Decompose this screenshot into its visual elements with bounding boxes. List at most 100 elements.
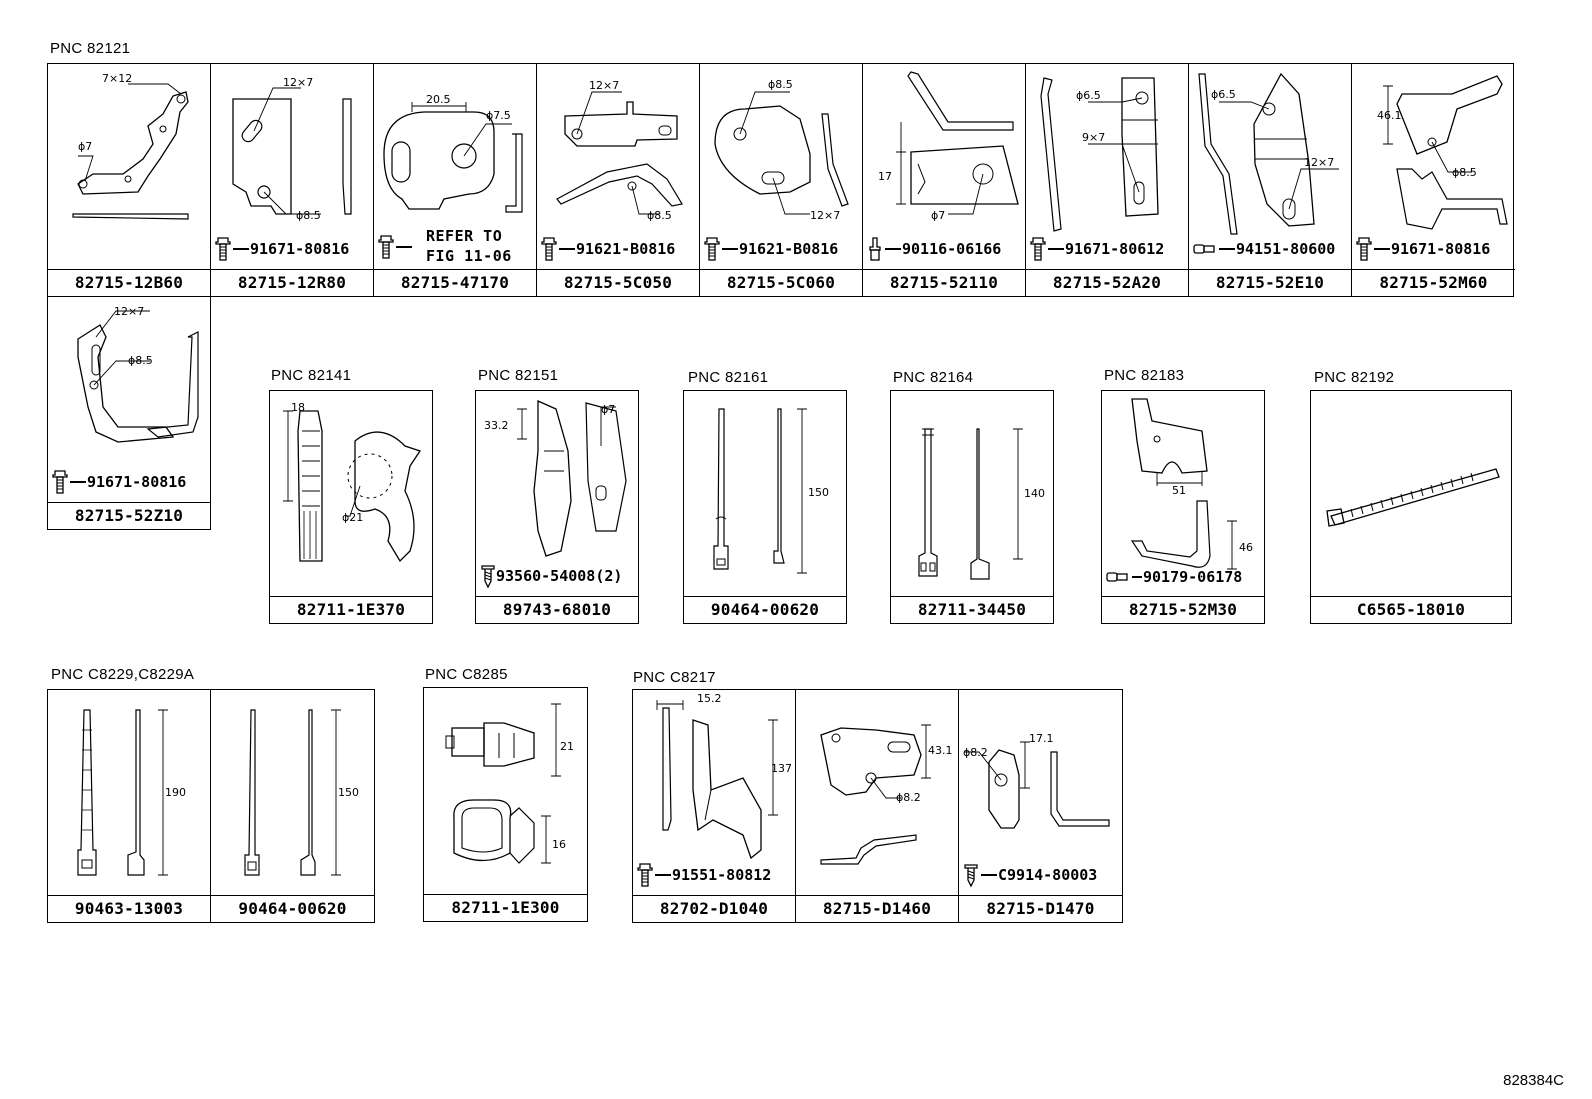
part-cell-82715-52E10[interactable]: ϕ6.5 12×7 94151-80600 82715-52E10 <box>1189 64 1352 296</box>
part-cell-82715-47170[interactable]: 20.5 ϕ7.5 REFER TO FIG 11-06 82715-47170 <box>374 64 537 296</box>
part-number[interactable]: 89743-68010 <box>476 596 638 623</box>
part-cell-90464-00620[interactable]: 150 90464-00620 <box>683 390 847 624</box>
dim-label: 12×7 <box>114 305 144 318</box>
dim-label: 17 <box>878 170 892 183</box>
part-cell-C6565-18010[interactable]: C6565-18010 <box>1310 390 1512 624</box>
part-number[interactable]: 90464-00620 <box>684 596 846 623</box>
part-cell-82711-34450[interactable]: 140 82711-34450 <box>890 390 1054 624</box>
part-number[interactable]: 82715-52E10 <box>1189 269 1351 296</box>
pnc-label-82151: PNC 82151 <box>478 367 559 384</box>
fastener-part-number: 90179-06178 <box>1143 568 1243 586</box>
fastener-part-number: 91621-B0816 <box>576 240 676 258</box>
dim-label: ϕ7 <box>601 403 615 416</box>
part-number[interactable]: 82711-1E300 <box>424 894 587 921</box>
part-number[interactable]: 82715-D1460 <box>796 895 958 922</box>
part-number[interactable]: 82702-D1040 <box>633 895 795 922</box>
dim-label: ϕ6.5 <box>1211 88 1236 101</box>
part-cell-82702-D1040[interactable]: 15.2 137 91551-80812 82702-D1040 <box>633 690 796 922</box>
dim-label: 12×7 <box>810 209 840 222</box>
fastener-part-number: 91671-80816 <box>1391 240 1491 258</box>
bracket-drawing: 43.1 ϕ8.2 <box>820 724 953 865</box>
dim-label: 140 <box>1024 487 1045 500</box>
part-cell-82711-1E370[interactable]: 18 ϕ21 82711-1E370 <box>269 390 433 624</box>
part-cell-82711-1E300[interactable]: 21 16 82711-1E300 <box>423 687 588 922</box>
parts-row-C8229: 190 90463-13003 150 90464-00620 <box>47 689 375 923</box>
part-cell-82715-52110[interactable]: 17 ϕ7 90116-06166 82715-52110 <box>863 64 1026 296</box>
parts-row-82121: 7×12 ϕ7 82715-12B60 12×7 ϕ8.5 91671-8081… <box>47 63 1515 297</box>
dim-label: 15.2 <box>697 692 722 705</box>
dim-label: 16 <box>552 838 566 851</box>
bolt-icon <box>215 236 231 262</box>
cable-tie-drawing: 150 <box>713 408 829 574</box>
part-cell-90463-13003[interactable]: 190 90463-13003 <box>48 690 211 922</box>
part-cell-82715-D1470[interactable]: ϕ8.2 17.1 C9914-80003 82715-D1470 <box>959 690 1122 922</box>
dim-label: ϕ8.5 <box>768 78 793 91</box>
bolt-icon <box>378 234 394 260</box>
fastener-part-number: 91621-B0816 <box>739 240 839 258</box>
part-number[interactable]: 82715-52110 <box>863 269 1025 296</box>
fastener-callout[interactable]: 91621-B0816 <box>704 236 838 262</box>
part-cell-82715-5C060[interactable]: ϕ8.5 12×7 91621-B0816 82715-5C060 <box>700 64 863 296</box>
dim-label: 51 <box>1172 484 1186 497</box>
part-number[interactable]: 82715-52A20 <box>1026 269 1188 296</box>
dim-label: 17.1 <box>1029 732 1054 745</box>
part-cell-82715-52A20[interactable]: ϕ6.5 9×7 91671-80612 82715-52A20 <box>1026 64 1189 296</box>
part-number[interactable]: 82715-5C050 <box>537 269 699 296</box>
dim-label: 46.1 <box>1377 109 1402 122</box>
fastener-callout[interactable]: 91671-80816 <box>215 236 349 262</box>
part-number[interactable]: 82715-52M60 <box>1352 269 1515 296</box>
part-number[interactable]: 82715-D1470 <box>959 895 1122 922</box>
fastener-callout[interactable]: 91671-80816 <box>1356 236 1490 262</box>
part-cell-82715-52M30[interactable]: 51 46 90179-06178 82715-52M30 <box>1101 390 1265 624</box>
fastener-callout[interactable]: C9914-80003 <box>963 862 1097 888</box>
refer-line-1: REFER TO <box>426 227 503 245</box>
fastener-callout[interactable]: 91621-B0816 <box>541 236 675 262</box>
bolt-icon <box>704 236 720 262</box>
part-number[interactable]: 82715-52M30 <box>1102 596 1264 623</box>
fastener-part-number: 90116-06166 <box>902 240 1002 258</box>
cable-tie-drawing: 140 <box>918 428 1045 580</box>
bracket-drawing: 7×12 ϕ7 <box>72 72 189 220</box>
part-number[interactable]: 82715-47170 <box>374 269 536 296</box>
part-number[interactable]: 82715-12B60 <box>48 269 210 296</box>
fastener-callout[interactable]: 90179-06178 <box>1106 564 1242 590</box>
pnc-label-82192: PNC 82192 <box>1314 369 1395 386</box>
dim-label: 12×7 <box>283 76 313 89</box>
bracket-drawing: ϕ6.5 12×7 <box>1198 72 1339 235</box>
part-number[interactable]: 82711-34450 <box>891 596 1053 623</box>
screw-icon <box>480 563 496 589</box>
part-number[interactable]: 82715-52Z10 <box>48 502 210 529</box>
fastener-callout[interactable]: 90116-06166 <box>867 236 1001 262</box>
illustration-reference-number: 828384C <box>1503 1072 1564 1089</box>
part-number[interactable]: 90464-00620 <box>211 895 374 922</box>
part-number[interactable]: 82715-12R80 <box>211 269 373 296</box>
fastener-part-number: 91671-80816 <box>87 473 187 491</box>
part-number[interactable]: 82711-1E370 <box>270 596 432 623</box>
fastener-callout[interactable]: 91671-80816 <box>52 469 186 495</box>
fastener-callout[interactable]: 91551-80812 <box>637 862 771 888</box>
dim-label: 150 <box>338 786 359 799</box>
bracket-drawing: 51 46 <box>1130 398 1253 570</box>
bolt-icon <box>541 236 557 262</box>
part-cell-82715-D1460[interactable]: 43.1 ϕ8.2 82715-D1460 <box>796 690 959 922</box>
dim-label: ϕ7.5 <box>486 109 511 122</box>
part-cell-82715-52Z10[interactable]: 12×7 ϕ8.5 91671-80816 82715-52Z10 <box>47 296 211 530</box>
fastener-callout[interactable]: 94151-80600 <box>1193 236 1335 262</box>
part-number[interactable]: 82715-5C060 <box>700 269 862 296</box>
part-cell-89743-68010[interactable]: 33.2 ϕ7 93560-54008(2) 89743-68010 <box>475 390 639 624</box>
pnc-label-82121: PNC 82121 <box>50 40 131 57</box>
part-cell-82715-12B60[interactable]: 7×12 ϕ7 82715-12B60 <box>48 64 211 296</box>
parts-row-C8217: 15.2 137 91551-80812 82702-D1040 43.1 ϕ8… <box>632 689 1123 923</box>
bracket-drawing: 15.2 137 <box>656 692 792 860</box>
part-cell-82715-12R80[interactable]: 12×7 ϕ8.5 91671-80816 82715-12R80 <box>211 64 374 296</box>
fastener-callout[interactable]: 91671-80612 <box>1030 236 1164 262</box>
fastener-callout[interactable] <box>378 234 413 260</box>
part-number[interactable]: C6565-18010 <box>1311 596 1511 623</box>
fastener-callout[interactable]: 93560-54008(2) <box>480 563 622 589</box>
part-number[interactable]: 90463-13003 <box>48 895 210 922</box>
dim-label: ϕ8.5 <box>647 209 672 222</box>
part-cell-82715-52M60[interactable]: 46.1 ϕ8.5 91671-80816 82715-52M60 <box>1352 64 1515 296</box>
part-cell-82715-5C050[interactable]: 12×7 ϕ8.5 91621-B0816 82715-5C050 <box>537 64 700 296</box>
part-cell-90464-00620[interactable]: 150 90464-00620 <box>211 690 374 922</box>
dim-label: ϕ8.5 <box>128 354 153 367</box>
